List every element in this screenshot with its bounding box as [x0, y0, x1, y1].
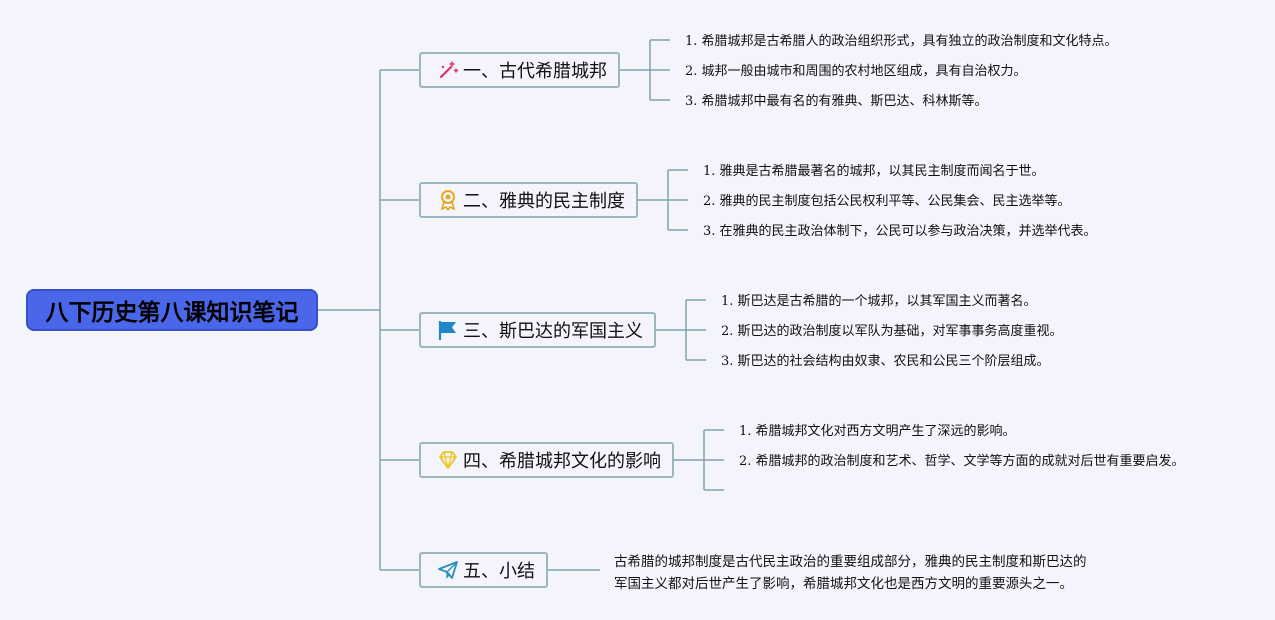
award-medal-icon: [437, 189, 459, 211]
root-node[interactable]: 八下历史第八课知识笔记: [26, 289, 318, 331]
paper-plane-icon: [437, 559, 459, 581]
branch-node-1[interactable]: 一、古代希腊城邦: [419, 52, 620, 88]
branch-node-4[interactable]: 四、希腊城邦文化的影响: [419, 442, 674, 478]
summary-text: 古希腊的城邦制度是古代民主政治的重要组成部分，雅典的民主制度和斯巴达的 军国主义…: [614, 551, 1087, 595]
leaf-text: 1. 希腊城邦文化对西方文明产生了深远的影响。: [739, 424, 1016, 439]
magic-wand-icon: [437, 59, 459, 81]
leaf-text: 2. 雅典的民主制度包括公民权利平等、公民集会、民主选举等。: [703, 194, 1071, 209]
branch-title: 二、雅典的民主制度: [463, 191, 625, 212]
leaf-text: 3. 在雅典的民主政治体制下，公民可以参与政治决策，并选举代表。: [703, 224, 1097, 239]
branch-node-5[interactable]: 五、小结: [419, 552, 548, 588]
branch-title: 五、小结: [463, 561, 535, 582]
branch-title: 三、斯巴达的军国主义: [463, 321, 643, 342]
branch-title: 一、古代希腊城邦: [463, 61, 607, 82]
leaf-text: 2. 希腊城邦的政治制度和艺术、哲学、文学等方面的成就对后世有重要启发。: [739, 454, 1185, 469]
branch-title: 四、希腊城邦文化的影响: [463, 451, 661, 472]
summary-line: 军国主义都对后世产生了影响，希腊城邦文化也是西方文明的重要源头之一。: [614, 576, 1073, 592]
summary-line: 古希腊的城邦制度是古代民主政治的重要组成部分，雅典的民主制度和斯巴达的: [614, 554, 1087, 570]
leaf-text: 3. 斯巴达的社会结构由奴隶、农民和公民三个阶层组成。: [721, 354, 1050, 369]
branch-node-3[interactable]: 三、斯巴达的军国主义: [419, 312, 656, 348]
leaf-text: 2. 城邦一般由城市和周围的农村地区组成，具有自治权力。: [685, 64, 1027, 79]
diamond-icon: [437, 449, 459, 471]
root-title: 八下历史第八课知识笔记: [45, 300, 299, 326]
leaf-text: 1. 雅典是古希腊最著名的城邦，以其民主制度而闻名于世。: [703, 164, 1045, 179]
leaf-text: 1. 希腊城邦是古希腊人的政治组织形式，具有独立的政治制度和文化特点。: [685, 34, 1118, 49]
leaf-text: 3. 希腊城邦中最有名的有雅典、斯巴达、科林斯等。: [685, 94, 988, 109]
leaf-text: 2. 斯巴达的政治制度以军队为基础，对军事事务高度重视。: [721, 324, 1063, 339]
branch-node-2[interactable]: 二、雅典的民主制度: [419, 182, 638, 218]
leaf-text: 1. 斯巴达是古希腊的一个城邦，以其军国主义而著名。: [721, 294, 1037, 309]
flag-icon: [437, 319, 459, 341]
